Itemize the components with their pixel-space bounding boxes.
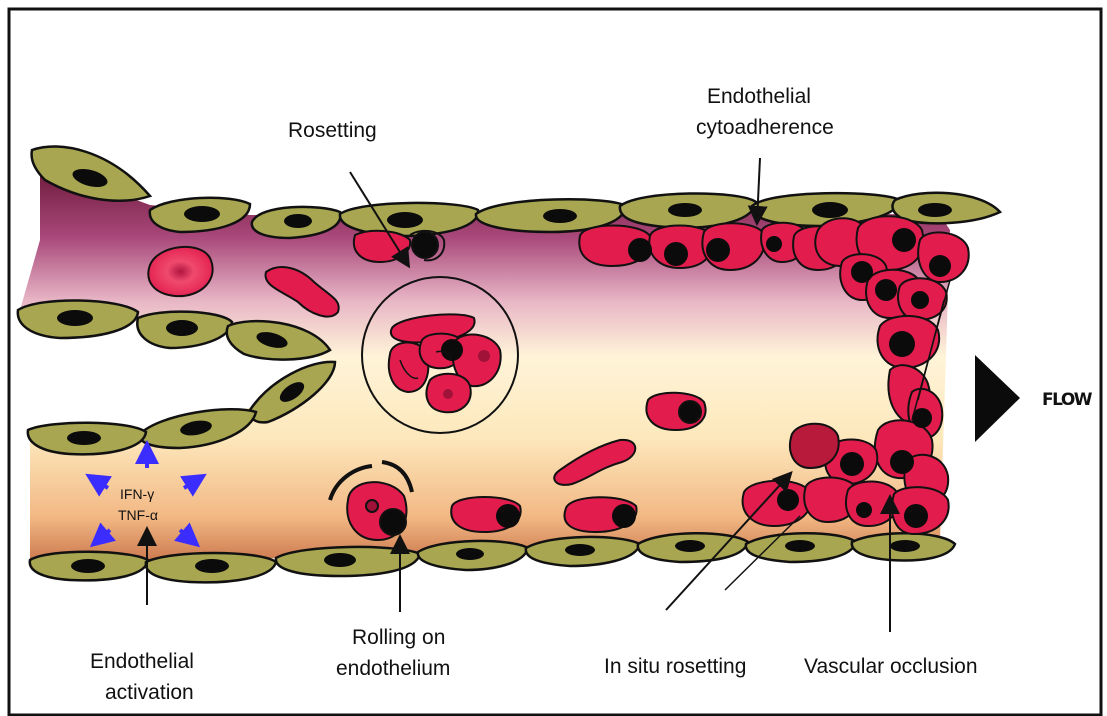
- flow-label: FLOW: [1042, 390, 1093, 410]
- parasite: [766, 236, 782, 252]
- nucleus: [184, 206, 220, 222]
- label-activation-1: Endothelial: [90, 650, 194, 673]
- nucleus: [675, 540, 705, 552]
- label-cytoadherence-2: cytoadherence: [696, 116, 834, 139]
- nucleus: [785, 540, 815, 552]
- nucleus: [67, 431, 101, 445]
- label-rolling-1: Rolling on: [352, 626, 445, 649]
- flow-arrow: [975, 355, 1020, 442]
- label-vascular-occlusion: Vascular occlusion: [804, 655, 978, 678]
- nucleus: [195, 559, 229, 573]
- parasite: [777, 489, 799, 511]
- nucleus: [812, 202, 848, 218]
- nucleus: [543, 209, 577, 223]
- rbc: [148, 247, 212, 296]
- cytokine-tnf: TNF-α: [118, 507, 158, 523]
- nucleus: [890, 540, 920, 552]
- parasite: [892, 228, 916, 252]
- parasite: [911, 291, 929, 309]
- nucleus: [565, 544, 595, 556]
- label-in-situ-rosetting: In situ rosetting: [604, 655, 746, 678]
- cytokine-ifn: IFN-γ: [120, 486, 154, 502]
- nucleus: [71, 559, 105, 573]
- rbc: [790, 424, 839, 468]
- nucleus: [387, 212, 423, 228]
- parasite: [380, 509, 406, 535]
- parasite: [904, 504, 928, 528]
- parasite: [851, 261, 873, 283]
- nucleus: [918, 203, 952, 217]
- label-activation-2: activation: [105, 681, 194, 704]
- parasite: [856, 502, 872, 518]
- parasite: [929, 255, 951, 277]
- nucleus: [166, 320, 198, 336]
- parasite: [664, 242, 688, 266]
- parasite: [628, 238, 652, 262]
- parasite: [889, 331, 915, 357]
- label-rosetting: Rosetting: [288, 119, 377, 142]
- parasite: [840, 452, 864, 476]
- parasite: [890, 450, 914, 474]
- parasite: [875, 279, 897, 301]
- parasite: [441, 339, 463, 361]
- nucleus: [668, 203, 702, 217]
- label-cytoadherence-1: Endothelial: [707, 85, 811, 108]
- parasite: [412, 232, 438, 258]
- parasite: [706, 238, 730, 262]
- nucleus: [324, 553, 356, 567]
- nucleus: [456, 548, 484, 560]
- nucleus: [57, 310, 93, 326]
- label-rolling-2: endothelium: [336, 657, 450, 680]
- nucleus: [284, 214, 312, 228]
- parasite: [612, 504, 636, 528]
- parasite: [679, 401, 701, 423]
- parasite: [496, 504, 520, 528]
